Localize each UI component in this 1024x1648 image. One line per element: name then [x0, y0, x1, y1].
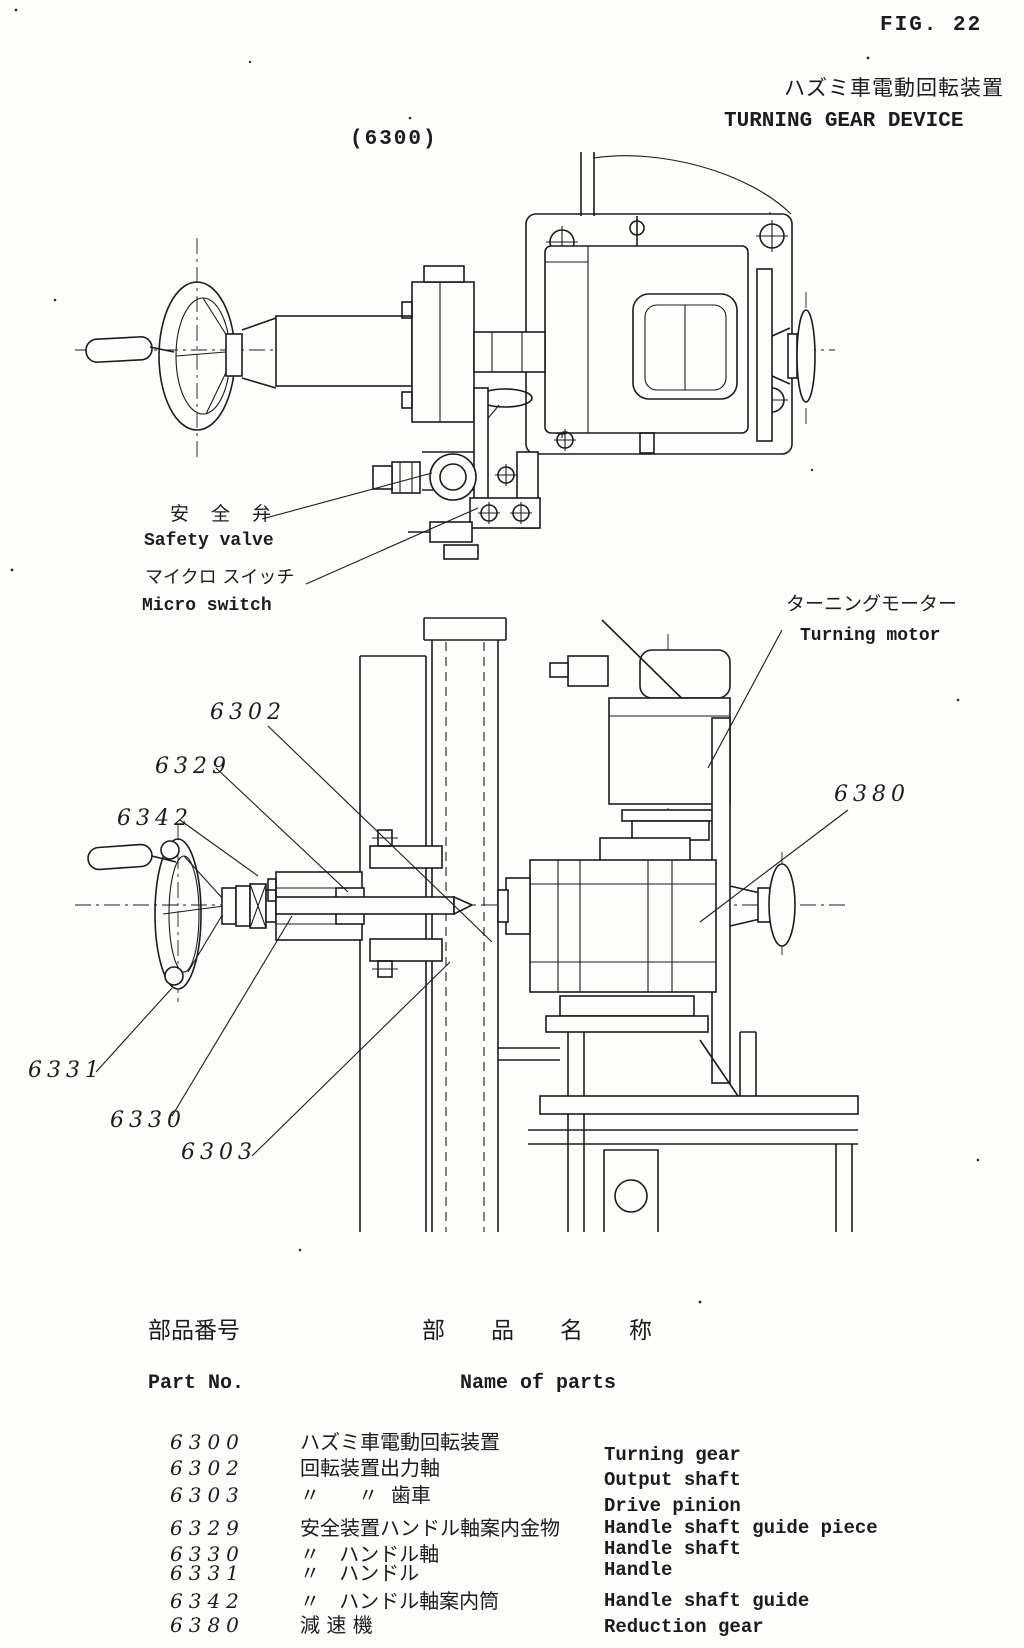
- assembly-number: (6300): [350, 128, 438, 151]
- table-header-name-ja: 部品名称: [422, 1318, 698, 1344]
- callout-6329: 6329: [155, 754, 231, 779]
- table-row: 6331 〃 ハンドル Handle: [0, 1559, 1024, 1589]
- table-row: 6380 減 速 機 Reduction gear: [0, 1613, 1024, 1641]
- flywheel-casing-column: [359, 617, 507, 1232]
- turning-motor-label-ja: ターニングモーター: [786, 593, 958, 615]
- part-name-ja: 〃 ハンドル: [300, 1561, 420, 1585]
- part-name-ja: 〃 ハンドル軸案内筒: [300, 1589, 500, 1613]
- callout-6302: 6302: [210, 700, 286, 725]
- part-name-ja: 〃 ハンドル軸: [300, 1542, 440, 1566]
- part-no: 6342: [170, 1589, 245, 1613]
- part-no: 6380: [170, 1613, 245, 1637]
- table-header-part-no-ja: 部品番号: [148, 1318, 240, 1344]
- micro-switch-label-en: Micro switch: [142, 596, 272, 616]
- safety-valve-label-ja: 安 全 弁: [170, 503, 280, 525]
- part-no: 6330: [170, 1542, 245, 1566]
- part-name-en: Handle shaft: [604, 1538, 741, 1560]
- callout-6330: 6330: [110, 1108, 186, 1133]
- table-row: 6302 回転装置出力軸 Output shaft: [0, 1456, 1024, 1491]
- gear-housing: [544, 216, 749, 454]
- base-frame: [498, 995, 859, 1232]
- part-no: 6331: [170, 1561, 245, 1585]
- part-name-en: Turning gear: [604, 1444, 741, 1466]
- table-row: 6342 〃 ハンドル軸案内筒 Handle shaft guide: [0, 1589, 1024, 1617]
- scan-speckles: [10, 8, 980, 1304]
- top-drawing-side-view: [75, 152, 835, 585]
- micro-switch-label-ja: マイクロ スイッチ: [145, 567, 295, 588]
- page-title-ja: ハズミ車電動回転装置: [784, 76, 1004, 100]
- table-row: 6303 〃 〃 歯車 Drive pinion: [0, 1483, 1024, 1517]
- page-title-en: TURNING GEAR DEVICE: [724, 110, 964, 133]
- part-no: 6300: [170, 1430, 245, 1454]
- figure-number: FIG. 22: [880, 14, 983, 37]
- callout-6342: 6342: [117, 806, 193, 831]
- part-name-ja: ハズミ車電動回転装置: [300, 1430, 500, 1454]
- part-name-en: Drive pinion: [604, 1495, 741, 1517]
- part-no: 6329: [170, 1516, 245, 1540]
- section-handwheel: [87, 838, 277, 990]
- table-row: 6330 〃 ハンドル軸 Handle shaft: [0, 1538, 1024, 1570]
- column-flanges: [369, 829, 443, 978]
- turning-motor: [549, 619, 731, 841]
- part-name-en: Handle: [604, 1559, 673, 1581]
- top-leader-lines: [261, 472, 479, 585]
- safety-valve-label-en: Safety valve: [144, 531, 274, 551]
- motor-side-handwheel: [729, 863, 796, 947]
- table-header-part-no-en: Part No.: [148, 1372, 245, 1395]
- table-header-name-en: Name of parts: [460, 1372, 617, 1395]
- part-name-ja: 減 速 機: [300, 1613, 373, 1637]
- part-name-en: Handle shaft guide: [604, 1590, 810, 1612]
- callout-6331: 6331: [28, 1058, 104, 1083]
- flywheel-rim-edge: [756, 268, 816, 442]
- part-name-ja: 回転装置出力軸: [300, 1456, 440, 1480]
- lower-leader-lines: [95, 629, 849, 1157]
- callout-6380: 6380: [834, 782, 910, 807]
- conduit-pipe: [580, 152, 792, 216]
- table-row: 6300 ハズミ車電動回転装置 Turning gear: [0, 1430, 1024, 1466]
- part-no: 6303: [170, 1483, 245, 1507]
- part-no: 6302: [170, 1456, 245, 1480]
- turning-motor-label-en: Turning motor: [800, 626, 941, 646]
- callout-6303: 6303: [181, 1140, 257, 1165]
- reduction-gear: [497, 837, 717, 993]
- lower-drawing-section-view: [75, 617, 859, 1232]
- part-name-en: Handle shaft guide piece: [604, 1517, 878, 1539]
- handwheel: [85, 281, 243, 431]
- table-row: 6329 安全装置ハンドル軸案内金物 Handle shaft guide pi…: [0, 1516, 1024, 1544]
- handle-shaft-assembly: [267, 871, 474, 941]
- part-name-ja: 安全装置ハンドル軸案内金物: [300, 1516, 560, 1540]
- handle-shaft-housing: [241, 265, 546, 423]
- part-name-ja: 〃 〃 歯車: [300, 1483, 431, 1507]
- part-name-en: Output shaft: [604, 1469, 741, 1491]
- part-name-en: Reduction gear: [604, 1616, 764, 1638]
